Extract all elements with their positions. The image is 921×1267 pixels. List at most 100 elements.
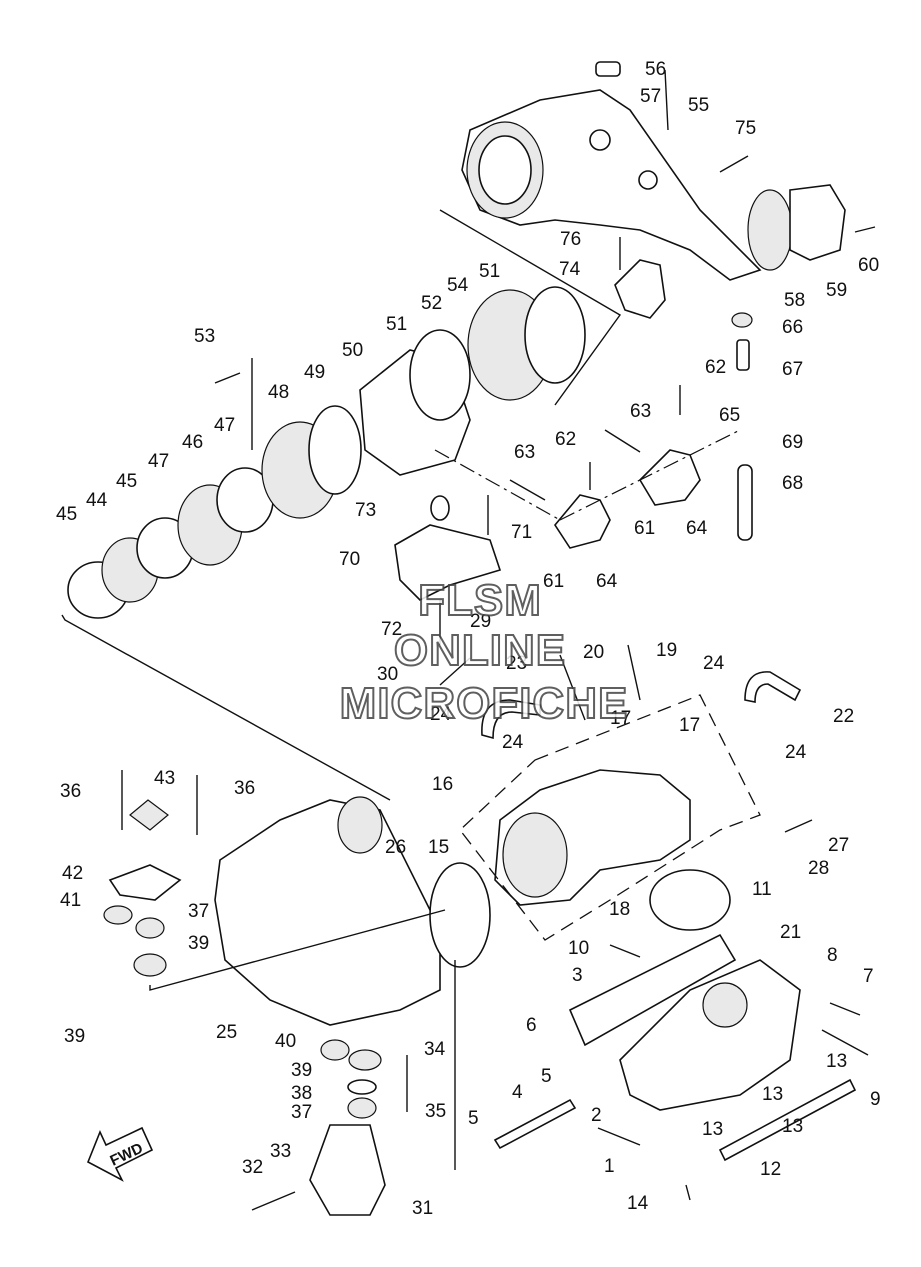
part-label: 66 bbox=[782, 317, 803, 338]
part-label: 59 bbox=[826, 280, 847, 301]
part-label: 38 bbox=[291, 1083, 312, 1104]
bolt-9 bbox=[821, 1029, 869, 1056]
part-label: 53 bbox=[194, 326, 215, 347]
part-label: 20 bbox=[583, 642, 604, 663]
exhaust-joint-58 bbox=[747, 189, 793, 271]
part-label: 22 bbox=[833, 706, 854, 727]
leader-1-bracket bbox=[597, 1127, 641, 1146]
centerline-2 bbox=[559, 429, 741, 521]
part-label: 60 bbox=[858, 255, 879, 276]
part-label: 39 bbox=[188, 933, 209, 954]
exhaust-chamber-port bbox=[478, 135, 532, 205]
part-label: 1 bbox=[604, 1156, 615, 1177]
part-label: 33 bbox=[270, 1141, 291, 1162]
pipe-68 bbox=[737, 464, 753, 541]
part-label: 5 bbox=[541, 1066, 552, 1087]
bolt-32 bbox=[251, 1191, 296, 1211]
damper-39a bbox=[133, 953, 167, 977]
part-label: 24 bbox=[502, 732, 524, 753]
part-label: 46 bbox=[182, 432, 203, 453]
bracket-70 bbox=[394, 524, 502, 601]
washer-38 bbox=[347, 1079, 377, 1095]
part-label: 31 bbox=[412, 1198, 433, 1219]
ref-line-mid bbox=[61, 614, 391, 801]
part-label: 24 bbox=[430, 704, 452, 725]
watermark-line-1: FLSM bbox=[418, 576, 542, 625]
water-box-25 bbox=[214, 799, 441, 1026]
part-label: 32 bbox=[242, 1157, 263, 1178]
part-label: 26 bbox=[385, 837, 406, 858]
bolt-7 bbox=[829, 1002, 861, 1016]
part-label: 15 bbox=[428, 837, 449, 858]
exhaust-pipe-port bbox=[502, 812, 568, 898]
part-label: 65 bbox=[719, 405, 740, 426]
part-label: 54 bbox=[447, 275, 469, 296]
bolt-53 bbox=[214, 372, 241, 384]
part-label: 25 bbox=[216, 1022, 237, 1043]
watermark: FLSM ONLINE MICROFICHE bbox=[339, 575, 629, 729]
part-label: 39 bbox=[291, 1060, 312, 1081]
part-label: 4 bbox=[512, 1082, 523, 1103]
part-drawings bbox=[67, 61, 876, 1216]
bolt-60 bbox=[854, 226, 876, 233]
part-label: 43 bbox=[154, 768, 175, 789]
part-label: 45 bbox=[56, 504, 77, 525]
part-label: 34 bbox=[424, 1039, 446, 1060]
bolt-27 bbox=[784, 819, 813, 833]
bracket-74 bbox=[614, 259, 666, 319]
part-label: 16 bbox=[432, 774, 453, 795]
part-label: 17 bbox=[679, 715, 700, 736]
part-label: 62 bbox=[705, 357, 726, 378]
fitting-56 bbox=[595, 61, 621, 77]
part-label: 47 bbox=[214, 415, 235, 436]
damper-37b bbox=[347, 1097, 377, 1119]
part-label: 6 bbox=[526, 1015, 537, 1036]
cap-66 bbox=[731, 312, 753, 328]
part-label: 44 bbox=[86, 490, 108, 511]
part-label: 68 bbox=[782, 473, 803, 494]
part-label: 41 bbox=[60, 890, 81, 911]
bolt-14 bbox=[685, 1184, 691, 1201]
bracket-31 bbox=[309, 1124, 386, 1216]
part-label: 73 bbox=[355, 500, 376, 521]
part-label: 37 bbox=[188, 901, 209, 922]
part-label: 39 bbox=[64, 1026, 85, 1047]
part-label: 7 bbox=[863, 966, 874, 987]
exhaust-manifold bbox=[619, 959, 801, 1111]
leader-55-bracket bbox=[664, 69, 669, 131]
damper-37a bbox=[135, 917, 165, 939]
part-labels: 1 2 3 4 5 5 6 7 8 9 10 11 12 13 13 13 13… bbox=[56, 59, 881, 1219]
part-label: 40 bbox=[275, 1031, 296, 1052]
hose-22 bbox=[744, 671, 802, 703]
part-label: 57 bbox=[640, 86, 661, 107]
part-label: 36 bbox=[234, 778, 255, 799]
pipe-4 bbox=[493, 1098, 577, 1150]
part-label: 2 bbox=[591, 1105, 602, 1126]
bracket-61a bbox=[554, 494, 611, 549]
exhaust-chamber-fitting-2 bbox=[638, 170, 658, 190]
part-label: 70 bbox=[339, 549, 360, 570]
part-label: 13 bbox=[762, 1084, 783, 1105]
part-label: 5 bbox=[468, 1108, 479, 1129]
watermark-line-3: MICROFICHE bbox=[340, 679, 629, 728]
exhaust-hose-59 bbox=[789, 184, 846, 261]
part-label: 69 bbox=[782, 432, 803, 453]
gasket-18 bbox=[649, 869, 731, 931]
part-label: 58 bbox=[784, 290, 805, 311]
part-label: 64 bbox=[596, 571, 618, 592]
gasket-49 bbox=[308, 405, 362, 495]
bolt-29 bbox=[439, 657, 471, 686]
exhaust-chamber-fitting bbox=[589, 129, 611, 151]
part-label: 47 bbox=[148, 451, 169, 472]
part-label: 24 bbox=[703, 653, 725, 674]
gasket-51a bbox=[409, 329, 471, 421]
part-label: 12 bbox=[760, 1159, 781, 1180]
bolt-75 bbox=[719, 155, 749, 173]
damper-39b bbox=[348, 1049, 382, 1071]
bolt-20 bbox=[559, 654, 586, 721]
part-label: 63 bbox=[630, 401, 651, 422]
part-label: 23 bbox=[506, 653, 527, 674]
shaft-12 bbox=[718, 1078, 857, 1162]
damper-41 bbox=[103, 905, 133, 925]
